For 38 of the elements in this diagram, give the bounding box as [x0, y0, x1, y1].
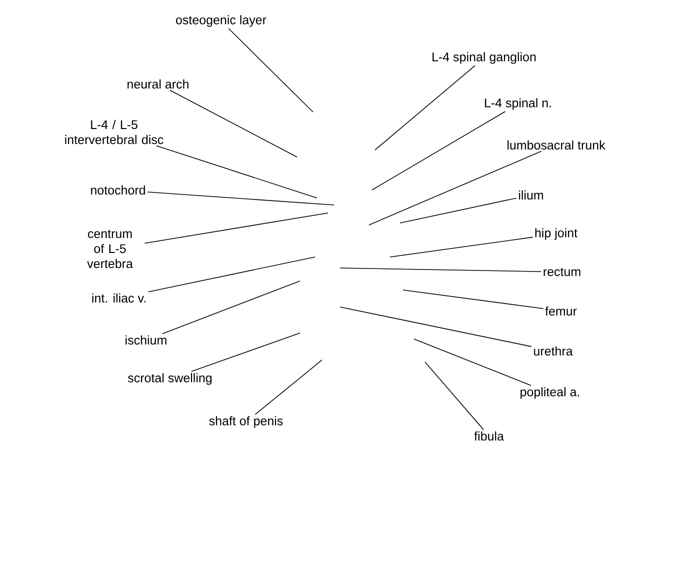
label-text: lumbosacral trunk: [508, 140, 606, 150]
leader-line: [228, 28, 314, 112]
leader-line: [144, 212, 328, 244]
label-text: L-4 / L-5 intervertebral disc: [65, 120, 164, 144]
label-text: centrum of L-5 vertebra: [87, 230, 133, 268]
label-text: notochord: [91, 185, 145, 195]
label-text: ischium: [126, 335, 166, 345]
label-text: rectum: [544, 268, 580, 276]
leader-line: [400, 198, 517, 224]
leader-line: [374, 65, 476, 150]
leader-line: [372, 111, 506, 190]
label-text: L-4 spinal ganglion: [432, 52, 536, 64]
label-text: shaft of penis: [209, 416, 283, 428]
leader-line: [424, 362, 484, 430]
leader-line: [340, 268, 542, 272]
leader-line: [147, 192, 334, 206]
leader-line: [148, 256, 316, 292]
leader-line: [156, 145, 318, 198]
leader-line: [190, 332, 300, 372]
label-text: fibula: [474, 431, 504, 441]
leader-line: [414, 338, 532, 386]
label-text: popliteal a.: [520, 387, 580, 399]
label-text: neural arch: [128, 79, 188, 89]
label-text: hip joint: [535, 228, 578, 240]
label-text: L-4 spinal n.: [484, 98, 551, 110]
leader-line: [162, 280, 300, 334]
leader-line: [368, 150, 542, 226]
label-text: ilium: [518, 190, 543, 200]
leader-line: [340, 306, 532, 347]
leader-line: [402, 290, 544, 310]
label-text: osteogenic layer: [176, 15, 266, 27]
label-text: urethra: [534, 346, 573, 356]
leader-line: [390, 236, 534, 258]
label-text: femur: [545, 306, 577, 316]
leader-line: [254, 360, 322, 415]
label-text: scrotal swelling: [128, 373, 212, 385]
label-text: int. iliac v.: [92, 293, 146, 303]
leader-line: [170, 90, 298, 158]
